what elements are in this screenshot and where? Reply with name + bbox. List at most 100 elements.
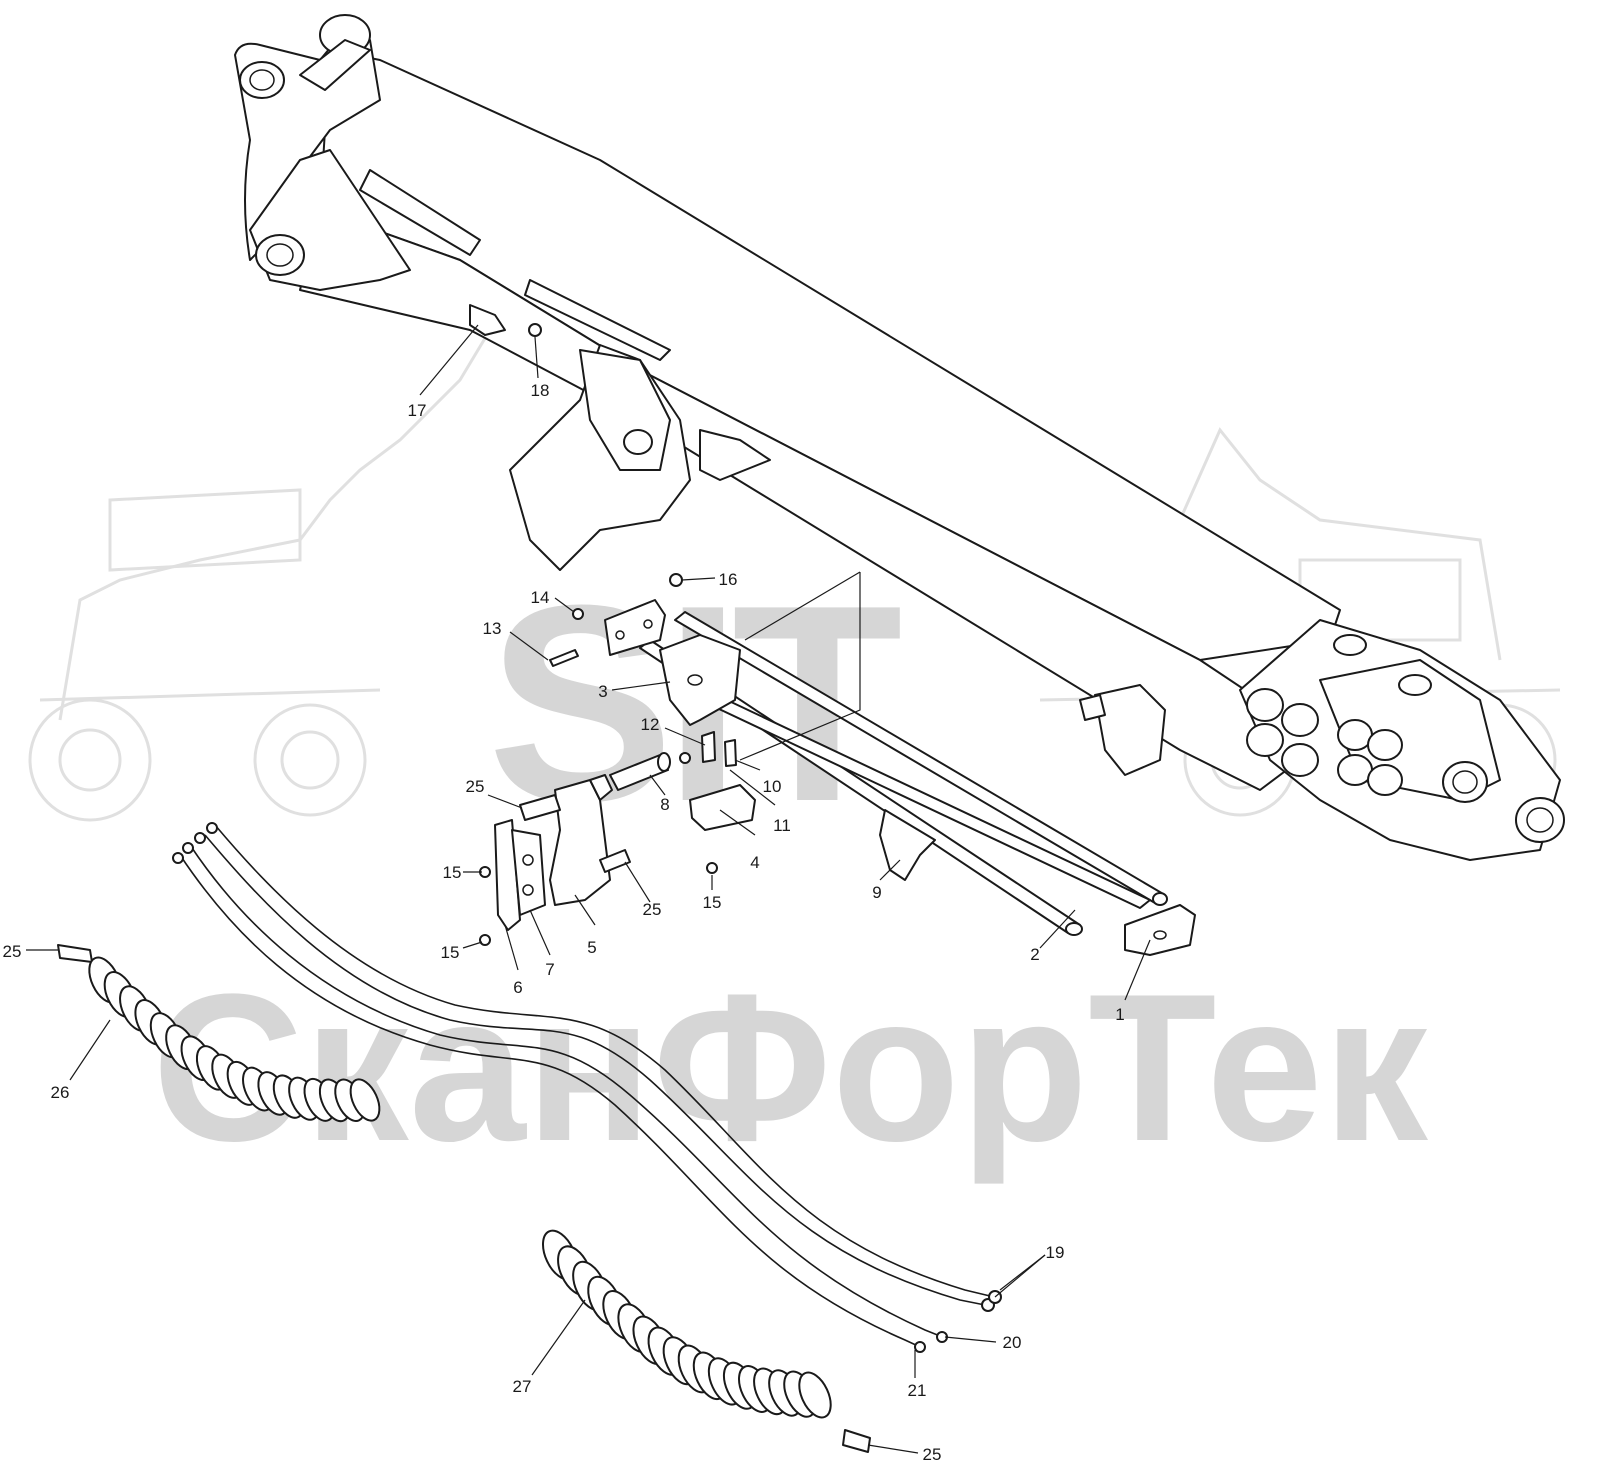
pipe-assembly [57,304,1196,1453]
spiral-guard-27 [542,1229,832,1419]
nut-16 [669,573,683,587]
leader-4 [719,809,756,836]
leader-18 [534,336,539,379]
spiral-guard-26-coil [349,1078,381,1122]
pipe-upper-end [1152,892,1168,906]
callout-21: 21 [908,1381,927,1400]
pin-8-head [657,752,671,772]
leader-2 [1039,909,1076,949]
bolt-12 [701,731,716,763]
leader-25a [487,794,523,809]
leader-13 [509,631,549,661]
callout-27: 27 [513,1377,532,1396]
hose-19-b [214,824,991,1297]
callout-4: 4 [750,853,759,872]
spiral-guard-27-coil [798,1371,832,1419]
boom-pivot-hole [239,61,285,99]
spiral-guard-26 [88,956,381,1123]
callout-13: 13 [483,619,502,638]
callout-26: 26 [51,1083,70,1102]
leader-16 [681,577,716,581]
end-top-hole [1333,634,1367,656]
leader-20 [944,1336,997,1343]
hose-start-2 [194,832,206,844]
end-port-2 [1281,703,1319,737]
washer-12 [679,752,691,764]
callout-labels: 1 2 3 4 5 6 7 8 9 10 11 12 13 14 15 15 1… [3,381,1125,1464]
end-port-6 [1367,729,1403,761]
callout-15c: 15 [703,893,722,912]
callout-18: 18 [531,381,550,400]
callout-25c: 25 [3,942,22,961]
callout-15b: 15 [441,943,460,962]
callout-10: 10 [763,777,782,796]
callout-8: 8 [660,795,669,814]
leader-12 [664,727,706,746]
clamp-25-upper [519,794,561,821]
boom-pivot-hole-inner [249,69,275,91]
hose-start-4 [172,852,184,864]
support-bracket-9 [879,809,936,881]
plate-14 [604,599,666,656]
callout-16: 16 [719,570,738,589]
end-pivot-hole-right-inner [1526,807,1554,833]
callout-19: 19 [1046,1243,1065,1262]
callout-9: 9 [872,883,881,902]
hose-21 [179,854,919,1347]
leader-3 [611,681,671,691]
leader-lines [26,324,1151,1454]
end-port-4 [1281,743,1319,777]
block-7 [511,829,546,916]
callout-25b: 25 [643,900,662,919]
boom-slot [359,169,481,256]
callout-25a: 25 [466,777,485,796]
callout-3: 3 [598,682,607,701]
bracket-5-top [589,774,613,801]
boom-assembly [234,14,1565,861]
end-pivot-hole-left-inner [1452,770,1478,794]
swing-bracket-hole [623,429,653,455]
end-port-8 [1367,764,1403,796]
screw-15-b [479,934,491,946]
pointer-line-2 [739,572,861,761]
fitting-17 [469,304,506,336]
pointer-line-1 [744,571,861,641]
callout-12: 12 [641,715,660,734]
leader-10 [734,759,761,771]
callout-15a: 15 [443,863,462,882]
plate-14-hole-1 [615,630,625,640]
hose-start-1 [206,822,218,834]
end-port-5 [1337,719,1373,751]
clamp-bolt-3 [687,674,703,686]
callout-20: 20 [1003,1333,1022,1352]
end-pivot-hole-left [1442,761,1488,803]
pipe-clamp-3 [659,634,741,726]
boom-side-bracket [1094,684,1166,776]
leader-26 [69,1019,111,1081]
hose-19-a [204,834,986,1306]
hose-start-3 [182,842,194,854]
watermark-company: СканФорТек [152,950,1429,1185]
leader-9 [879,859,901,881]
callout-5: 5 [587,938,596,957]
bolt-13 [549,649,579,667]
screw-15-c [706,862,718,874]
pipe-lower-end [1065,922,1083,936]
leader-1 [1124,939,1151,1001]
boom-pin-cylinder [299,39,371,91]
callout-17: 17 [408,401,427,420]
leader-25d [867,1444,919,1454]
end-port-3 [1246,723,1284,757]
nut-14 [572,608,584,620]
end-top-hole-2 [1398,674,1432,696]
clamp-25-bottom [842,1429,871,1453]
callout-25d: 25 [923,1445,942,1464]
block-7-hole-2 [522,884,534,896]
plate-14-hole-2 [643,619,653,629]
leader-11 [729,769,776,806]
washer-18 [528,323,542,337]
leader-25b [624,861,651,903]
watermark-tractor-left [28,258,561,822]
